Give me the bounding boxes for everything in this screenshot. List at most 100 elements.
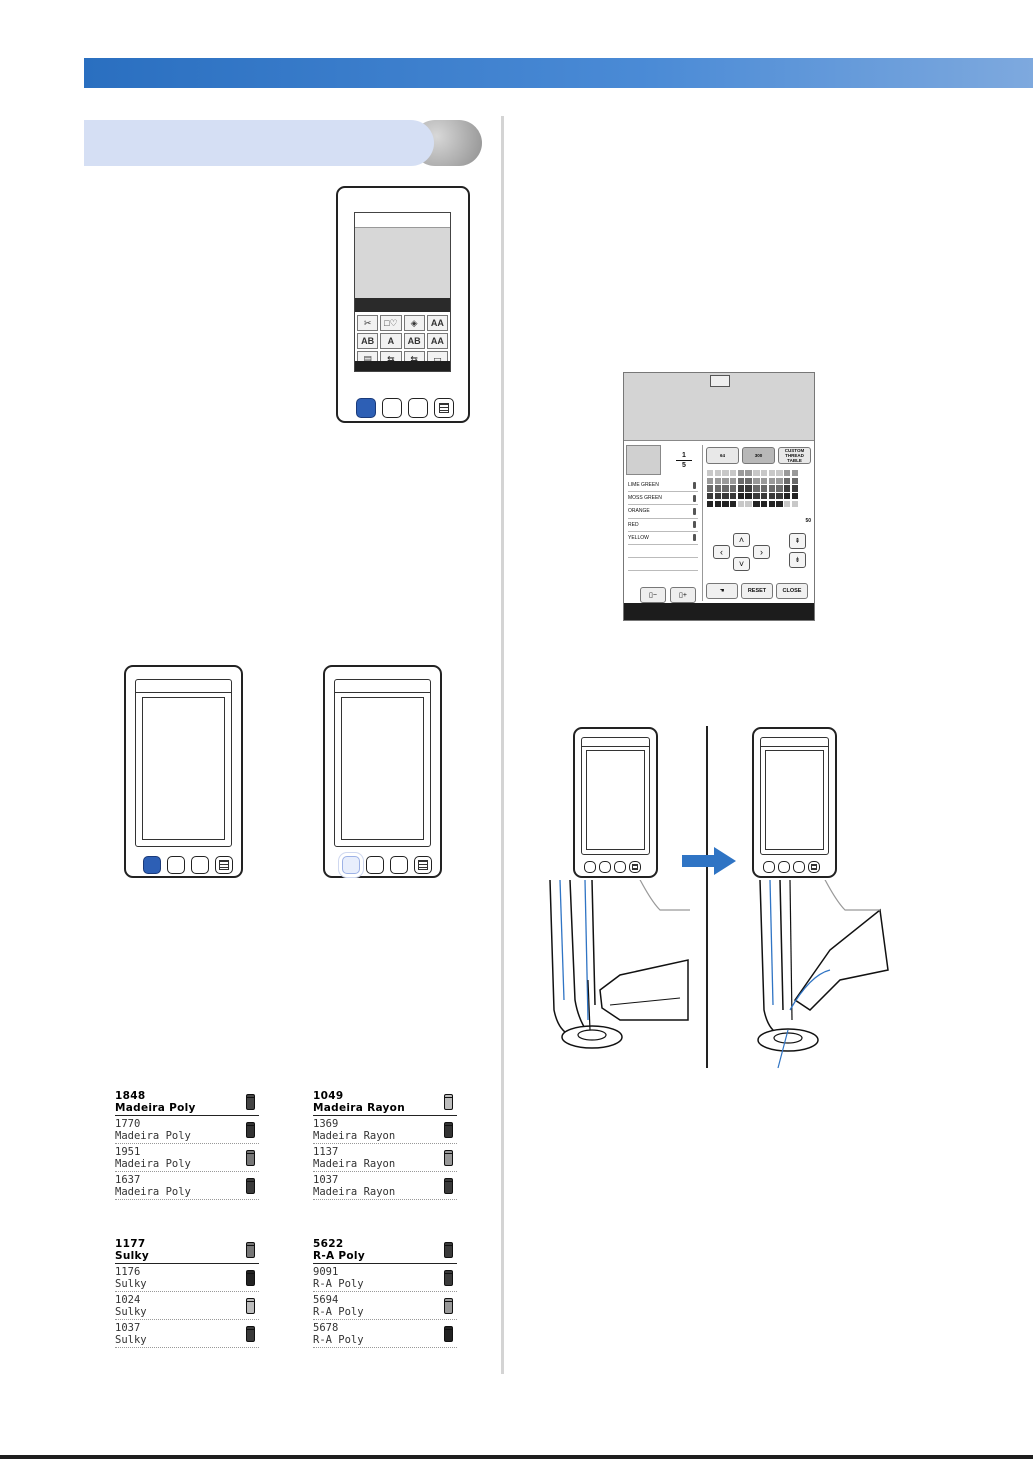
palette-swatch[interactable] bbox=[760, 477, 768, 485]
category-ab-icon[interactable]: AB bbox=[357, 333, 379, 349]
palette-swatch[interactable] bbox=[730, 477, 737, 485]
category-embroidery-icon[interactable]: ✂ bbox=[357, 315, 379, 331]
home-button-icon[interactable] bbox=[584, 861, 596, 873]
category-alphabet-icon[interactable]: AA bbox=[426, 315, 448, 331]
category-aa-outline-icon[interactable]: AA bbox=[426, 333, 448, 349]
palette-swatch[interactable] bbox=[753, 493, 760, 500]
second-button[interactable] bbox=[599, 861, 611, 873]
palette-swatch[interactable] bbox=[791, 485, 798, 492]
needle-threader-button[interactable] bbox=[614, 861, 626, 873]
second-button[interactable] bbox=[366, 856, 384, 874]
palette-swatch[interactable] bbox=[737, 493, 745, 500]
palette-swatch[interactable] bbox=[737, 500, 745, 508]
reset-button[interactable]: RESET bbox=[741, 583, 773, 599]
needle-threader-button[interactable] bbox=[793, 861, 805, 873]
third-button[interactable] bbox=[408, 398, 428, 418]
palette-swatch[interactable] bbox=[730, 500, 737, 508]
arrow-down-button[interactable]: ˅ bbox=[733, 557, 750, 571]
palette-swatch[interactable] bbox=[753, 500, 760, 508]
palette-swatch[interactable] bbox=[745, 500, 752, 508]
second-button[interactable] bbox=[382, 398, 402, 418]
spool-plus-button[interactable]: ▯+ bbox=[670, 587, 696, 603]
palette-swatch[interactable] bbox=[714, 470, 722, 477]
third-button[interactable] bbox=[390, 856, 408, 874]
menu-button-icon[interactable] bbox=[215, 856, 233, 874]
list-item[interactable]: YELLOW bbox=[628, 532, 698, 545]
palette-swatch[interactable] bbox=[760, 493, 768, 500]
palette-swatch[interactable] bbox=[730, 493, 737, 500]
palette-swatch[interactable] bbox=[783, 485, 791, 492]
palette-swatch[interactable] bbox=[760, 500, 768, 508]
palette-swatch[interactable] bbox=[730, 470, 737, 477]
palette-swatch[interactable] bbox=[707, 485, 714, 492]
third-button[interactable] bbox=[191, 856, 209, 874]
palette-swatch[interactable] bbox=[768, 500, 775, 508]
palette-swatch[interactable] bbox=[760, 470, 768, 477]
list-item[interactable]: MOSS GREEN bbox=[628, 492, 698, 506]
palette-swatch[interactable] bbox=[783, 470, 791, 477]
spool-minus-button[interactable]: ▯− bbox=[640, 587, 666, 603]
palette-swatch[interactable] bbox=[791, 493, 798, 500]
palette-swatch[interactable] bbox=[707, 500, 714, 508]
palette-swatch[interactable] bbox=[753, 485, 760, 492]
list-item[interactable]: ORANGE bbox=[628, 505, 698, 519]
tab-custom-thread-table[interactable]: CUSTOM THREAD TABLE bbox=[778, 447, 811, 464]
color-palette-grid[interactable] bbox=[707, 470, 814, 508]
menu-button-icon[interactable] bbox=[434, 398, 454, 418]
palette-swatch[interactable] bbox=[768, 470, 775, 477]
palette-swatch[interactable] bbox=[783, 477, 791, 485]
palette-swatch[interactable] bbox=[737, 470, 745, 477]
palette-swatch[interactable] bbox=[745, 493, 752, 500]
palette-swatch[interactable] bbox=[776, 485, 783, 492]
palette-swatch[interactable] bbox=[722, 493, 729, 500]
palette-swatch[interactable] bbox=[737, 485, 745, 492]
arrow-right-button[interactable]: › bbox=[753, 545, 770, 559]
palette-swatch[interactable] bbox=[714, 477, 722, 485]
home-button-icon[interactable] bbox=[763, 861, 775, 873]
tab-64[interactable]: 64 bbox=[706, 447, 739, 464]
menu-button-icon[interactable] bbox=[414, 856, 432, 874]
palette-swatch[interactable] bbox=[707, 477, 714, 485]
palette-swatch[interactable] bbox=[768, 477, 775, 485]
home-button-icon[interactable] bbox=[342, 856, 360, 874]
menu-button-icon[interactable] bbox=[629, 861, 641, 873]
palette-swatch[interactable] bbox=[737, 477, 745, 485]
palette-swatch[interactable] bbox=[722, 485, 729, 492]
palette-swatch[interactable] bbox=[753, 470, 760, 477]
palette-swatch[interactable] bbox=[745, 477, 752, 485]
category-monogram-icon[interactable]: A bbox=[380, 333, 402, 349]
palette-swatch[interactable] bbox=[776, 477, 783, 485]
arrow-left-button[interactable]: ‹ bbox=[713, 545, 730, 559]
category-frame-icon[interactable]: □♡ bbox=[380, 315, 402, 331]
palette-swatch[interactable] bbox=[707, 470, 714, 477]
palette-swatch[interactable] bbox=[745, 485, 752, 492]
palette-swatch[interactable] bbox=[783, 493, 791, 500]
palette-swatch[interactable] bbox=[722, 500, 729, 508]
palette-swatch[interactable] bbox=[776, 500, 783, 508]
category-ab-outline-icon[interactable]: AB bbox=[403, 333, 425, 349]
tab-300[interactable]: 300 bbox=[742, 447, 775, 464]
page-up-button[interactable]: ⇞ bbox=[789, 533, 806, 549]
menu-button-icon[interactable] bbox=[808, 861, 820, 873]
palette-swatch[interactable] bbox=[768, 485, 775, 492]
palette-swatch[interactable] bbox=[776, 493, 783, 500]
list-item[interactable]: LIME GREEN bbox=[628, 479, 698, 493]
palette-swatch[interactable] bbox=[768, 493, 775, 500]
hand-press-icon[interactable]: ☚ bbox=[706, 583, 738, 599]
category-floral-icon[interactable]: ◈ bbox=[403, 315, 425, 331]
palette-swatch[interactable] bbox=[714, 500, 722, 508]
close-button[interactable]: CLOSE bbox=[776, 583, 808, 599]
arrow-up-button[interactable]: ˄ bbox=[733, 533, 750, 547]
second-button[interactable] bbox=[167, 856, 185, 874]
second-button[interactable] bbox=[778, 861, 790, 873]
page-down-button[interactable]: ⇟ bbox=[789, 552, 806, 568]
palette-swatch[interactable] bbox=[753, 477, 760, 485]
palette-swatch[interactable] bbox=[776, 470, 783, 477]
palette-swatch[interactable] bbox=[760, 485, 768, 492]
palette-swatch[interactable] bbox=[791, 470, 798, 477]
palette-swatch[interactable] bbox=[791, 500, 798, 508]
palette-swatch[interactable] bbox=[722, 470, 729, 477]
home-button-icon[interactable] bbox=[356, 398, 376, 418]
palette-swatch[interactable] bbox=[714, 485, 722, 492]
palette-swatch[interactable] bbox=[722, 477, 729, 485]
